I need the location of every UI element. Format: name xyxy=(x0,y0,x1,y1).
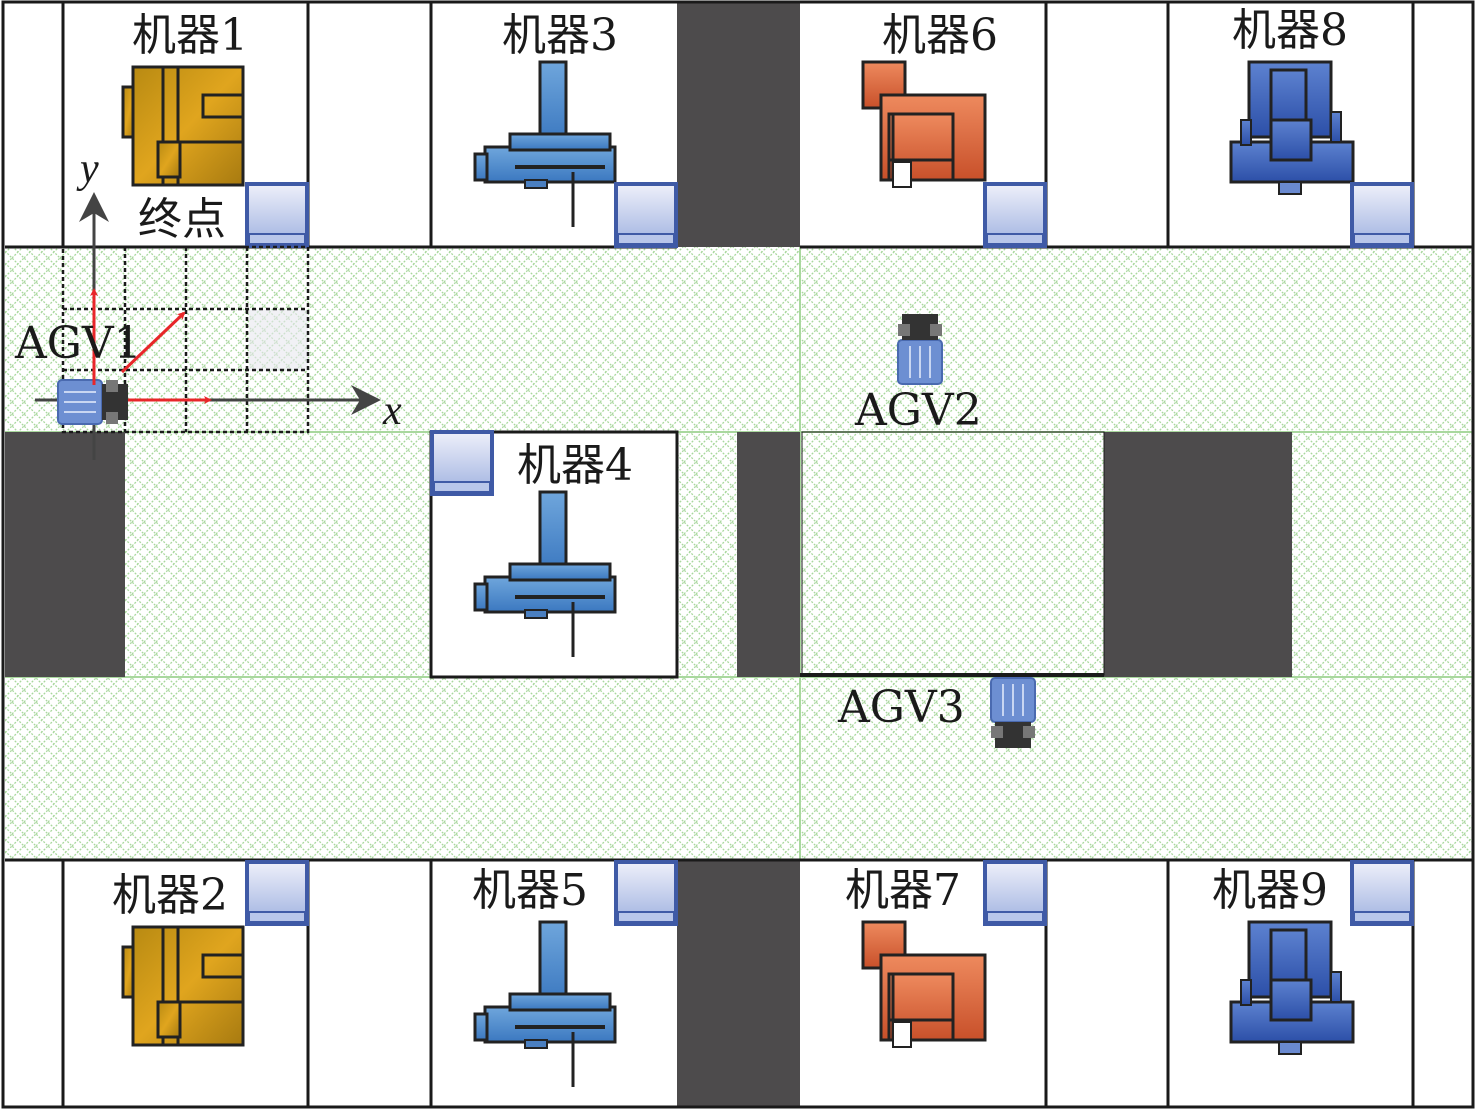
agv-label: AGV2 xyxy=(854,385,982,436)
machine-1-gold-icon xyxy=(121,65,245,187)
y-axis-label: y xyxy=(76,146,99,192)
machine-label: 机器8 xyxy=(1232,5,1348,56)
machine-9-navy-icon xyxy=(1229,920,1355,1056)
agv-label: AGV3 xyxy=(837,682,965,733)
goal-label: 终点 xyxy=(138,194,226,245)
machine-3-lathe-icon xyxy=(473,60,617,229)
buffer-icon xyxy=(1350,182,1414,248)
obstacle xyxy=(677,860,800,1107)
machine-label: 机器9 xyxy=(1212,865,1328,916)
buffer-icon xyxy=(430,430,494,496)
agv1-motion-grid xyxy=(61,245,310,434)
agv1-motion-arrows xyxy=(90,288,212,404)
machine-7-orange-icon xyxy=(861,920,987,1049)
buffer-icon xyxy=(245,860,309,926)
machine-label: 机器7 xyxy=(845,865,961,916)
buffer-icon xyxy=(1350,860,1414,926)
agv-label: AGV1 xyxy=(14,318,142,369)
obstacle xyxy=(677,2,800,247)
x-axis-label: x xyxy=(382,388,402,434)
arrow-diagonal xyxy=(120,311,186,374)
agv1-vehicle-icon xyxy=(57,379,129,425)
machine-label: 机器4 xyxy=(517,440,633,491)
machine-label: 机器5 xyxy=(472,865,588,916)
machine-2-gold-icon xyxy=(121,925,245,1047)
aisle-upper xyxy=(5,247,1473,432)
buffer-icon xyxy=(983,182,1047,248)
buffer-icon xyxy=(614,182,678,248)
obstacle xyxy=(5,432,125,677)
aisle-lower xyxy=(5,677,1473,860)
obstacle xyxy=(1104,432,1292,677)
machine-5-lathe-icon xyxy=(473,920,617,1089)
agv2-vehicle-icon xyxy=(897,313,943,385)
machine-6-orange-icon xyxy=(861,60,987,189)
buffer-icon xyxy=(983,860,1047,926)
machine-label: 机器2 xyxy=(112,870,228,921)
obstacles xyxy=(5,2,1292,1107)
buffer-icon xyxy=(614,860,678,926)
agv3-vehicle-icon xyxy=(990,677,1036,749)
obstacle xyxy=(737,432,800,677)
machine-label: 机器3 xyxy=(502,10,618,61)
machine-label: 机器1 xyxy=(132,10,248,61)
machine-8-navy-icon xyxy=(1229,60,1355,196)
buffer-icon xyxy=(245,182,309,248)
machine-label: 机器6 xyxy=(882,10,998,61)
